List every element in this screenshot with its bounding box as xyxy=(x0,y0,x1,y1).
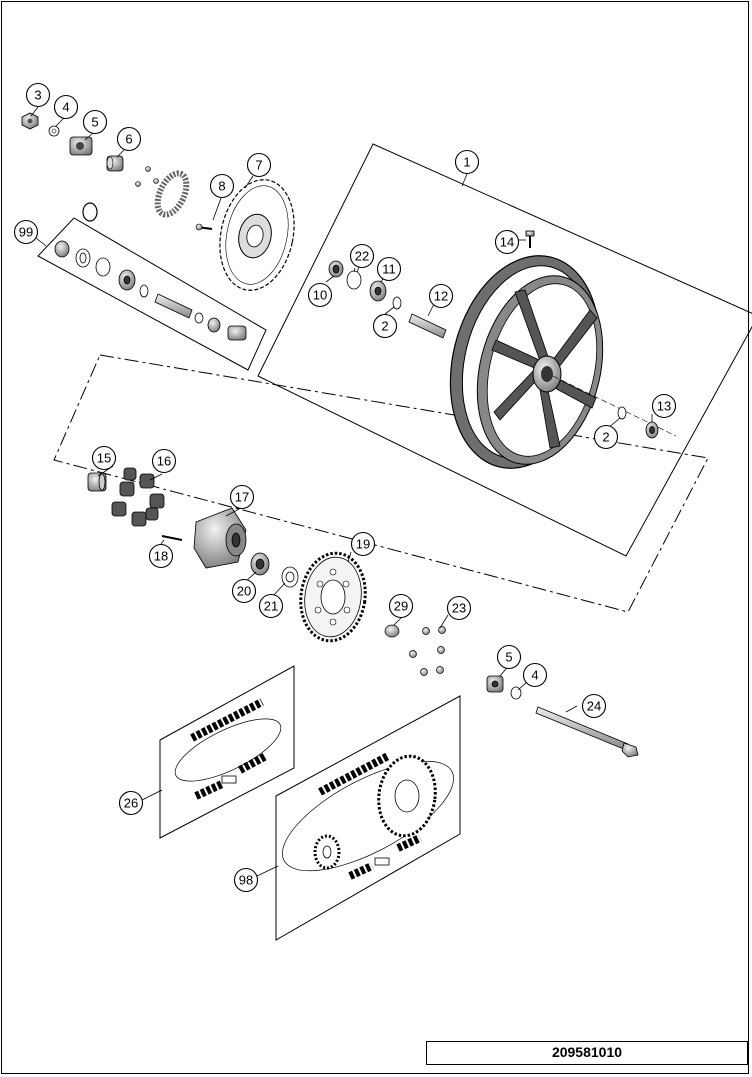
sensor-ring-part xyxy=(154,170,190,218)
small-screws xyxy=(135,166,159,187)
wheel-side-parts xyxy=(617,406,659,439)
callout-26[interactable]: 26 xyxy=(118,790,144,816)
document-number: 209581010 xyxy=(426,1041,748,1065)
washer-part xyxy=(48,125,60,137)
callout-13-label: 13 xyxy=(657,399,671,414)
chain-part xyxy=(174,698,282,800)
callout-5a-label: 5 xyxy=(91,115,98,130)
callout-23[interactable]: 23 xyxy=(446,595,472,621)
callout-5b-label: 5 xyxy=(505,650,512,665)
callout-15-label: 15 xyxy=(97,451,111,466)
callout-4a-label: 4 xyxy=(62,100,69,115)
callout-2a[interactable]: 2 xyxy=(372,313,398,339)
callout-18[interactable]: 18 xyxy=(148,543,174,569)
callout-6-label: 6 xyxy=(125,132,132,147)
callout-18-label: 18 xyxy=(154,549,168,564)
callout-24[interactable]: 24 xyxy=(581,693,607,719)
sprocket-nuts-parts xyxy=(384,624,446,676)
callout-20-label: 20 xyxy=(237,584,251,599)
circlip-part xyxy=(82,202,98,222)
callout-29[interactable]: 29 xyxy=(388,593,414,619)
chain-adjuster-part xyxy=(69,136,93,156)
callout-99-label: 99 xyxy=(19,225,33,240)
callout-16[interactable]: 16 xyxy=(151,448,177,474)
callout-10-label: 10 xyxy=(313,288,327,303)
callout-21-label: 21 xyxy=(264,599,278,614)
callout-19-label: 19 xyxy=(356,537,370,552)
callout-99[interactable]: 99 xyxy=(13,219,39,245)
group-outline-99 xyxy=(37,217,267,371)
rear-wheel-rim xyxy=(449,255,677,469)
callout-29-label: 29 xyxy=(394,599,408,614)
callout-17-label: 17 xyxy=(235,490,249,505)
spacer-part xyxy=(106,155,124,172)
chain-kit-part xyxy=(282,752,454,880)
callout-3-label: 3 xyxy=(34,88,41,103)
axle-parts xyxy=(486,675,639,758)
brake-disc-part xyxy=(219,179,295,291)
callout-98-label: 98 xyxy=(239,873,253,888)
callout-16-label: 16 xyxy=(157,454,171,469)
callout-6[interactable]: 6 xyxy=(116,126,142,152)
callout-23-label: 23 xyxy=(452,601,466,616)
callout-7[interactable]: 7 xyxy=(246,152,272,178)
group-outline-26-chain xyxy=(159,665,295,839)
nut-part xyxy=(21,112,39,130)
callout-19[interactable]: 19 xyxy=(350,531,376,557)
callout-12[interactable]: 12 xyxy=(428,283,454,309)
callout-2b[interactable]: 2 xyxy=(593,424,619,450)
callout-22-label: 22 xyxy=(355,249,369,264)
hub-parts xyxy=(87,467,299,588)
callout-11-label: 11 xyxy=(382,262,396,277)
callout-4b[interactable]: 4 xyxy=(522,662,548,688)
rear-sprocket-part xyxy=(299,551,367,643)
callout-4b-label: 4 xyxy=(531,668,538,683)
callout-98[interactable]: 98 xyxy=(233,867,259,893)
callout-1[interactable]: 1 xyxy=(454,149,480,175)
callout-20[interactable]: 20 xyxy=(231,578,257,604)
callout-12-label: 12 xyxy=(434,289,448,304)
callout-11[interactable]: 11 xyxy=(376,256,402,282)
wheel-bearing-parts xyxy=(328,230,535,339)
callout-2b-label: 2 xyxy=(602,430,609,445)
callout-3[interactable]: 3 xyxy=(25,82,51,108)
group-outline-98-kit xyxy=(275,695,461,941)
callout-15[interactable]: 15 xyxy=(91,445,117,471)
callout-1-label: 1 xyxy=(463,155,470,170)
callout-21[interactable]: 21 xyxy=(258,593,284,619)
disc-bolt-part xyxy=(195,223,213,231)
callout-26-label: 26 xyxy=(124,796,138,811)
callout-24-label: 24 xyxy=(587,699,601,714)
callout-7-label: 7 xyxy=(255,158,262,173)
callout-5a[interactable]: 5 xyxy=(82,109,108,135)
callout-4a[interactable]: 4 xyxy=(53,94,79,120)
callout-14[interactable]: 14 xyxy=(494,229,520,255)
callout-14-label: 14 xyxy=(500,235,514,250)
callout-17[interactable]: 17 xyxy=(229,484,255,510)
callout-22[interactable]: 22 xyxy=(349,243,375,269)
callout-13[interactable]: 13 xyxy=(651,393,677,419)
group-outline-1-wheel xyxy=(257,143,752,557)
callout-10[interactable]: 10 xyxy=(307,282,333,308)
callout-8-label: 8 xyxy=(218,179,225,194)
callout-2a-label: 2 xyxy=(381,319,388,334)
callout-5b[interactable]: 5 xyxy=(496,644,522,670)
group-99-parts xyxy=(54,240,247,341)
callout-8[interactable]: 8 xyxy=(209,173,235,199)
